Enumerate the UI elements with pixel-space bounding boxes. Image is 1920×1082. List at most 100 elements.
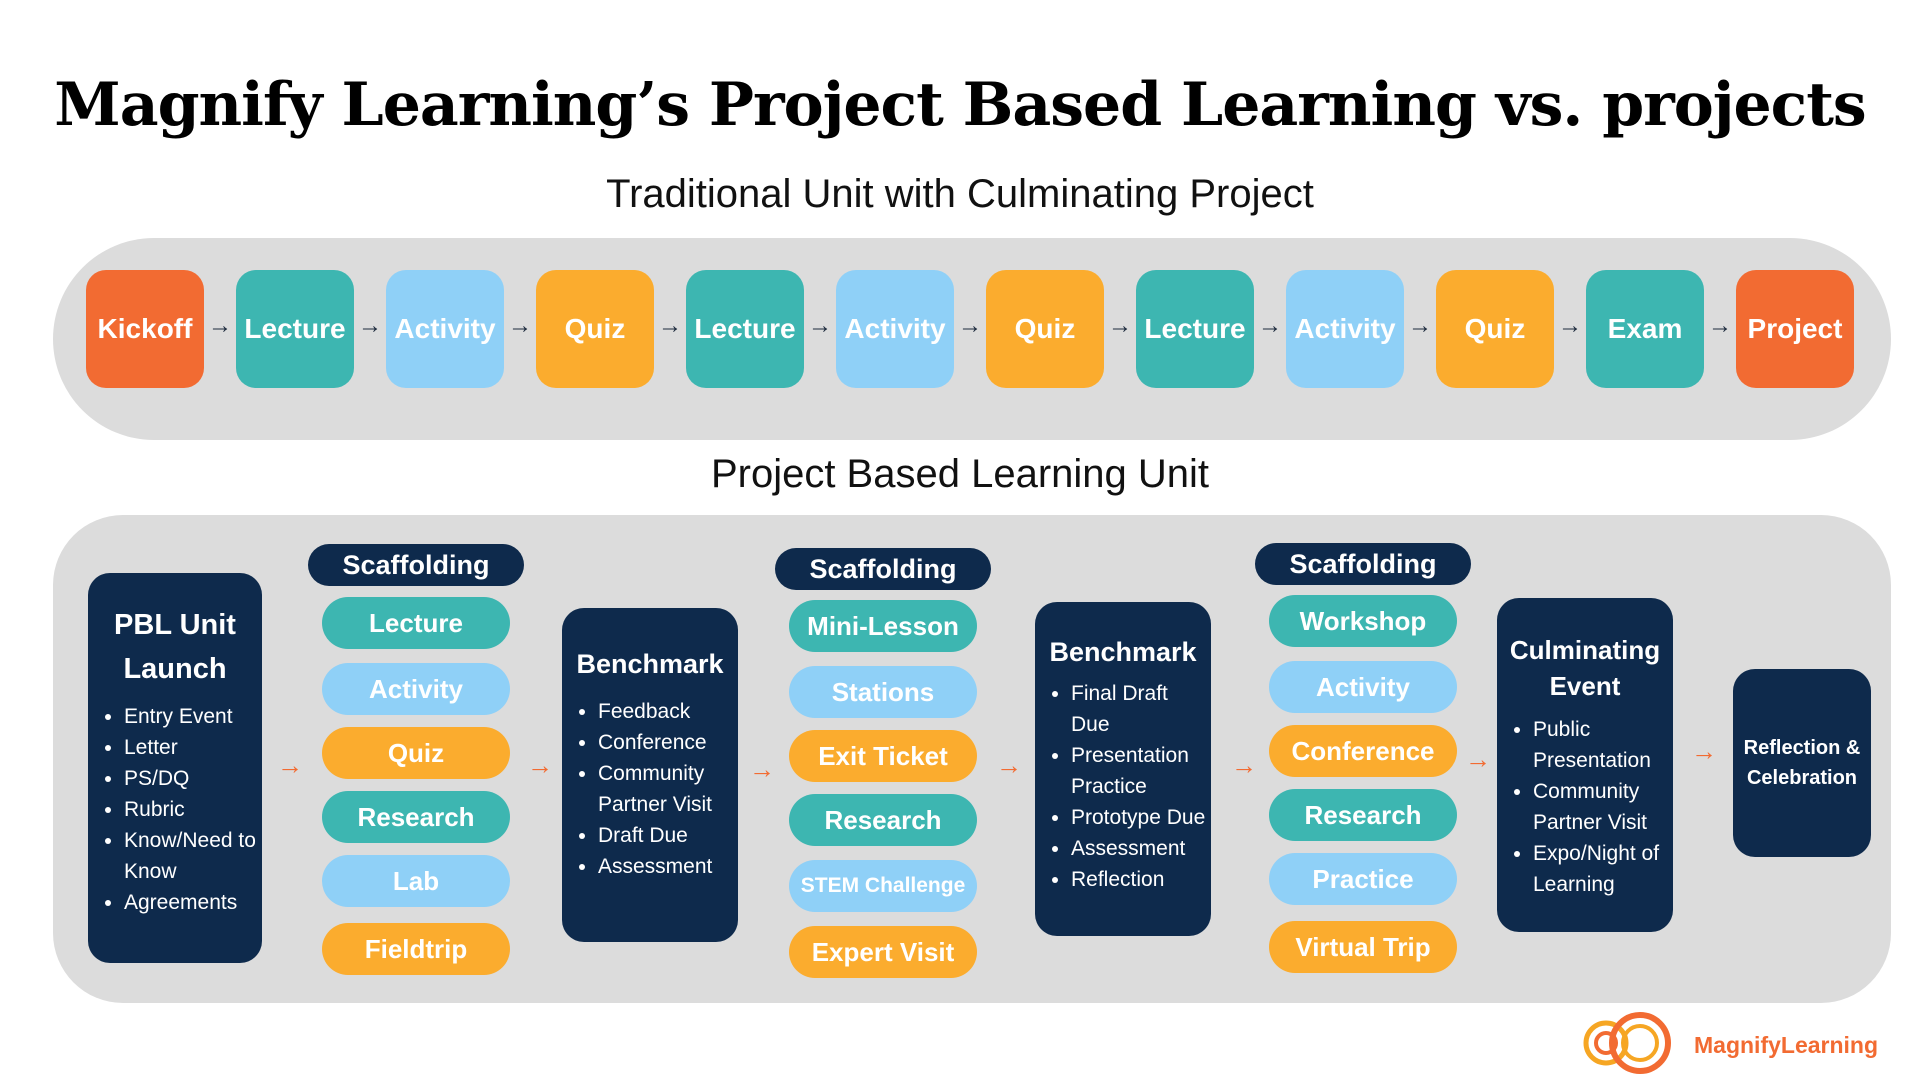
scaffolding-1-header: Scaffolding bbox=[308, 544, 524, 586]
scaffolding-2-item: Exit Ticket bbox=[789, 730, 977, 782]
scaffolding-1-item: Research bbox=[322, 791, 510, 843]
scaffolding-1-item: Lecture bbox=[322, 597, 510, 649]
scaffolding-2-item: Stations bbox=[789, 666, 977, 718]
traditional-step-8: Lecture bbox=[1136, 270, 1254, 388]
benchmark-1-item: Assessment bbox=[598, 851, 738, 882]
step-label: Lecture bbox=[694, 313, 796, 344]
scaffolding-1-item: Fieldtrip bbox=[322, 923, 510, 975]
scaffolding-3-item: Conference bbox=[1269, 725, 1457, 777]
benchmark-2-item: Presentation Practice bbox=[1071, 740, 1211, 802]
pbl-heading: Project Based Learning Unit bbox=[710, 452, 1210, 496]
launch-item: Letter bbox=[124, 732, 262, 763]
traditional-step-11: Exam bbox=[1586, 270, 1704, 388]
benchmark-2-title: Benchmark bbox=[1049, 637, 1197, 667]
scaffolding-3-header: Scaffolding bbox=[1255, 543, 1471, 585]
scaffolding-3-item: Practice bbox=[1269, 853, 1457, 905]
launch-title-line2: Launch bbox=[123, 653, 227, 685]
traditional-step-4: Quiz bbox=[536, 270, 654, 388]
traditional-step-2: Lecture bbox=[236, 270, 354, 388]
arrow-icon: → bbox=[508, 312, 532, 339]
step-label: Activity bbox=[844, 313, 946, 344]
scaffolding-3-item: Activity bbox=[1269, 661, 1457, 713]
arrow-icon: → bbox=[1258, 312, 1282, 339]
culminating-item: Expo/Night of Learning bbox=[1533, 838, 1673, 900]
scaffolding-1-item: Quiz bbox=[322, 727, 510, 779]
traditional-step-9: Activity bbox=[1286, 270, 1404, 388]
launch-item: Agreements bbox=[124, 887, 262, 918]
traditional-panel bbox=[53, 238, 1891, 440]
arrow-icon: → bbox=[1408, 312, 1432, 339]
arrow-icon: → bbox=[277, 750, 303, 780]
benchmark-1-card: Benchmark Feedback Conference Community … bbox=[562, 608, 738, 942]
scaffolding-2-item: STEM Challenge bbox=[789, 860, 977, 912]
launch-item: Entry Event bbox=[124, 701, 262, 732]
traditional-step-10: Quiz bbox=[1436, 270, 1554, 388]
arrow-icon: → bbox=[1558, 312, 1582, 339]
page-title: Magnify Learning’s Project Based Learnin… bbox=[54, 70, 1866, 140]
arrow-icon: → bbox=[749, 754, 775, 784]
scaffolding-1-item: Lab bbox=[322, 855, 510, 907]
step-label: Lecture bbox=[1144, 313, 1246, 344]
launch-item: PS/DQ bbox=[124, 763, 262, 794]
reflection-line1: Reflection & bbox=[1743, 737, 1861, 759]
logo-wordmark: MagnifyLearning bbox=[1694, 1032, 1879, 1058]
benchmark-1-item: Community Partner Visit bbox=[598, 758, 738, 820]
step-label: Quiz bbox=[1014, 313, 1076, 344]
benchmark-2-card: Benchmark Final Draft Due Presentation P… bbox=[1035, 602, 1211, 936]
scaffolding-2-item: Expert Visit bbox=[789, 926, 977, 978]
arrow-icon: → bbox=[1691, 736, 1717, 766]
scaffolding-3-item: Research bbox=[1269, 789, 1457, 841]
arrow-icon: → bbox=[1108, 312, 1132, 339]
arrow-icon: → bbox=[658, 312, 682, 339]
traditional-step-3: Activity bbox=[386, 270, 504, 388]
traditional-step-5: Lecture bbox=[686, 270, 804, 388]
scaffolding-2-item: Mini-Lesson bbox=[789, 600, 977, 652]
traditional-heading: Traditional Unit with Culminating Projec… bbox=[606, 172, 1314, 216]
arrow-icon: → bbox=[996, 750, 1022, 780]
scaffolding-3-item: Virtual Trip bbox=[1269, 921, 1457, 973]
culminating-title-line2: Event bbox=[1549, 671, 1621, 701]
launch-title-line1: PBL Unit bbox=[114, 609, 236, 641]
arrow-icon: → bbox=[958, 312, 982, 339]
step-label: Project bbox=[1747, 313, 1843, 344]
arrow-icon: → bbox=[527, 750, 553, 780]
step-label: Exam bbox=[1607, 313, 1683, 344]
arrow-icon: → bbox=[208, 312, 232, 339]
launch-item: Know/Need to Know bbox=[124, 825, 262, 887]
traditional-step-7: Quiz bbox=[986, 270, 1104, 388]
benchmark-1-item: Feedback bbox=[598, 696, 738, 727]
step-label: Quiz bbox=[1464, 313, 1526, 344]
culminating-title-line1: Culminating bbox=[1509, 635, 1661, 665]
traditional-step-12: Project bbox=[1736, 270, 1854, 388]
scaffolding-2-item: Research bbox=[789, 794, 977, 846]
launch-item: Rubric bbox=[124, 794, 262, 825]
arrow-icon: → bbox=[1231, 750, 1257, 780]
step-label: Kickoff bbox=[97, 313, 193, 344]
arrow-icon: → bbox=[808, 312, 832, 339]
benchmark-1-item: Conference bbox=[598, 727, 738, 758]
scaffolding-1-item: Activity bbox=[322, 663, 510, 715]
traditional-step-6: Activity bbox=[836, 270, 954, 388]
benchmark-2-item: Prototype Due bbox=[1071, 802, 1211, 833]
arrow-icon: → bbox=[358, 312, 382, 339]
traditional-step-1: Kickoff bbox=[86, 270, 204, 388]
step-label: Quiz bbox=[564, 313, 626, 344]
culminating-item: Community Partner Visit bbox=[1533, 776, 1673, 838]
benchmark-1-item: Draft Due bbox=[598, 820, 738, 851]
arrow-icon: → bbox=[1465, 744, 1491, 774]
step-label: Lecture bbox=[244, 313, 346, 344]
benchmark-1-title: Benchmark bbox=[576, 649, 724, 679]
reflection-line2: Celebration bbox=[1746, 767, 1858, 789]
scaffolding-2-header: Scaffolding bbox=[775, 548, 991, 590]
reflection-celebration-card: Reflection & Celebration bbox=[1733, 669, 1871, 857]
step-label: Activity bbox=[394, 313, 496, 344]
magnify-learning-logo-icon bbox=[1578, 1007, 1688, 1077]
benchmark-2-item: Reflection bbox=[1071, 864, 1211, 895]
benchmark-2-item: Final Draft Due bbox=[1071, 678, 1211, 740]
culminating-item: Public Presentation bbox=[1533, 714, 1673, 776]
step-label: Activity bbox=[1294, 313, 1396, 344]
scaffolding-3-item: Workshop bbox=[1269, 595, 1457, 647]
arrow-icon: → bbox=[1708, 312, 1732, 339]
